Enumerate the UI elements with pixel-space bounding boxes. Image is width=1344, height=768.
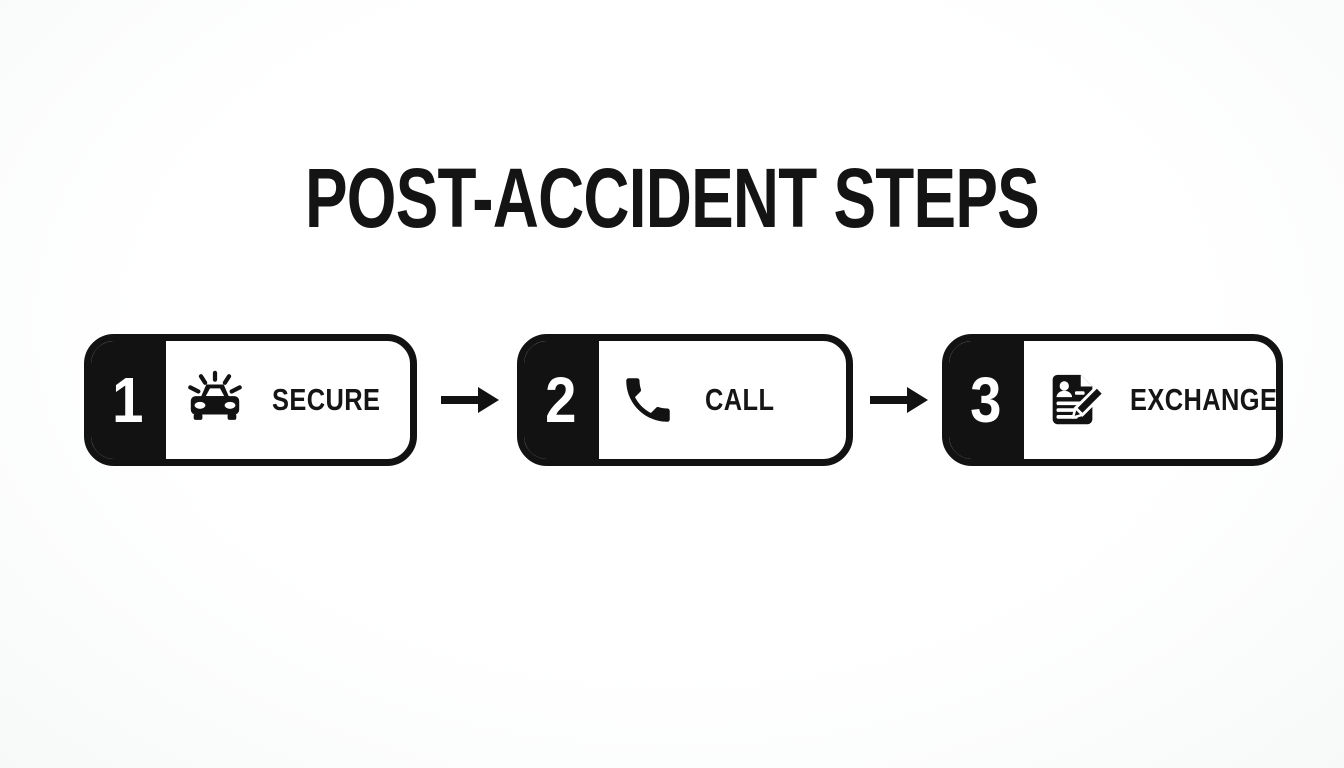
step-body: SECURE xyxy=(166,341,410,459)
step-number: 2 xyxy=(545,364,577,436)
step-label: SECURE xyxy=(272,382,381,417)
right-arrow-icon xyxy=(869,386,929,414)
step-card-secure: 1 xyxy=(84,334,417,466)
step-number-badge: 2 xyxy=(524,341,599,459)
right-arrow-icon xyxy=(440,386,500,414)
step-number: 1 xyxy=(112,364,144,436)
step-card-call: 2 CALL xyxy=(517,334,853,466)
step-number-badge: 3 xyxy=(949,341,1024,459)
step-label: CALL xyxy=(705,382,775,417)
page-title: POST-ACCIDENT STEPS xyxy=(304,151,1040,245)
step-card-exchange: 3 EXCHANGE xyxy=(942,334,1283,466)
step-number-badge: 1 xyxy=(91,341,166,459)
document-pencil-icon xyxy=(1042,369,1104,431)
step-body: CALL xyxy=(599,341,846,459)
step-body: EXCHANGE xyxy=(1024,341,1278,459)
step-label: EXCHANGE xyxy=(1130,382,1278,417)
phone-icon xyxy=(617,369,679,431)
step-number: 3 xyxy=(970,364,1002,436)
car-alert-icon xyxy=(184,369,246,431)
